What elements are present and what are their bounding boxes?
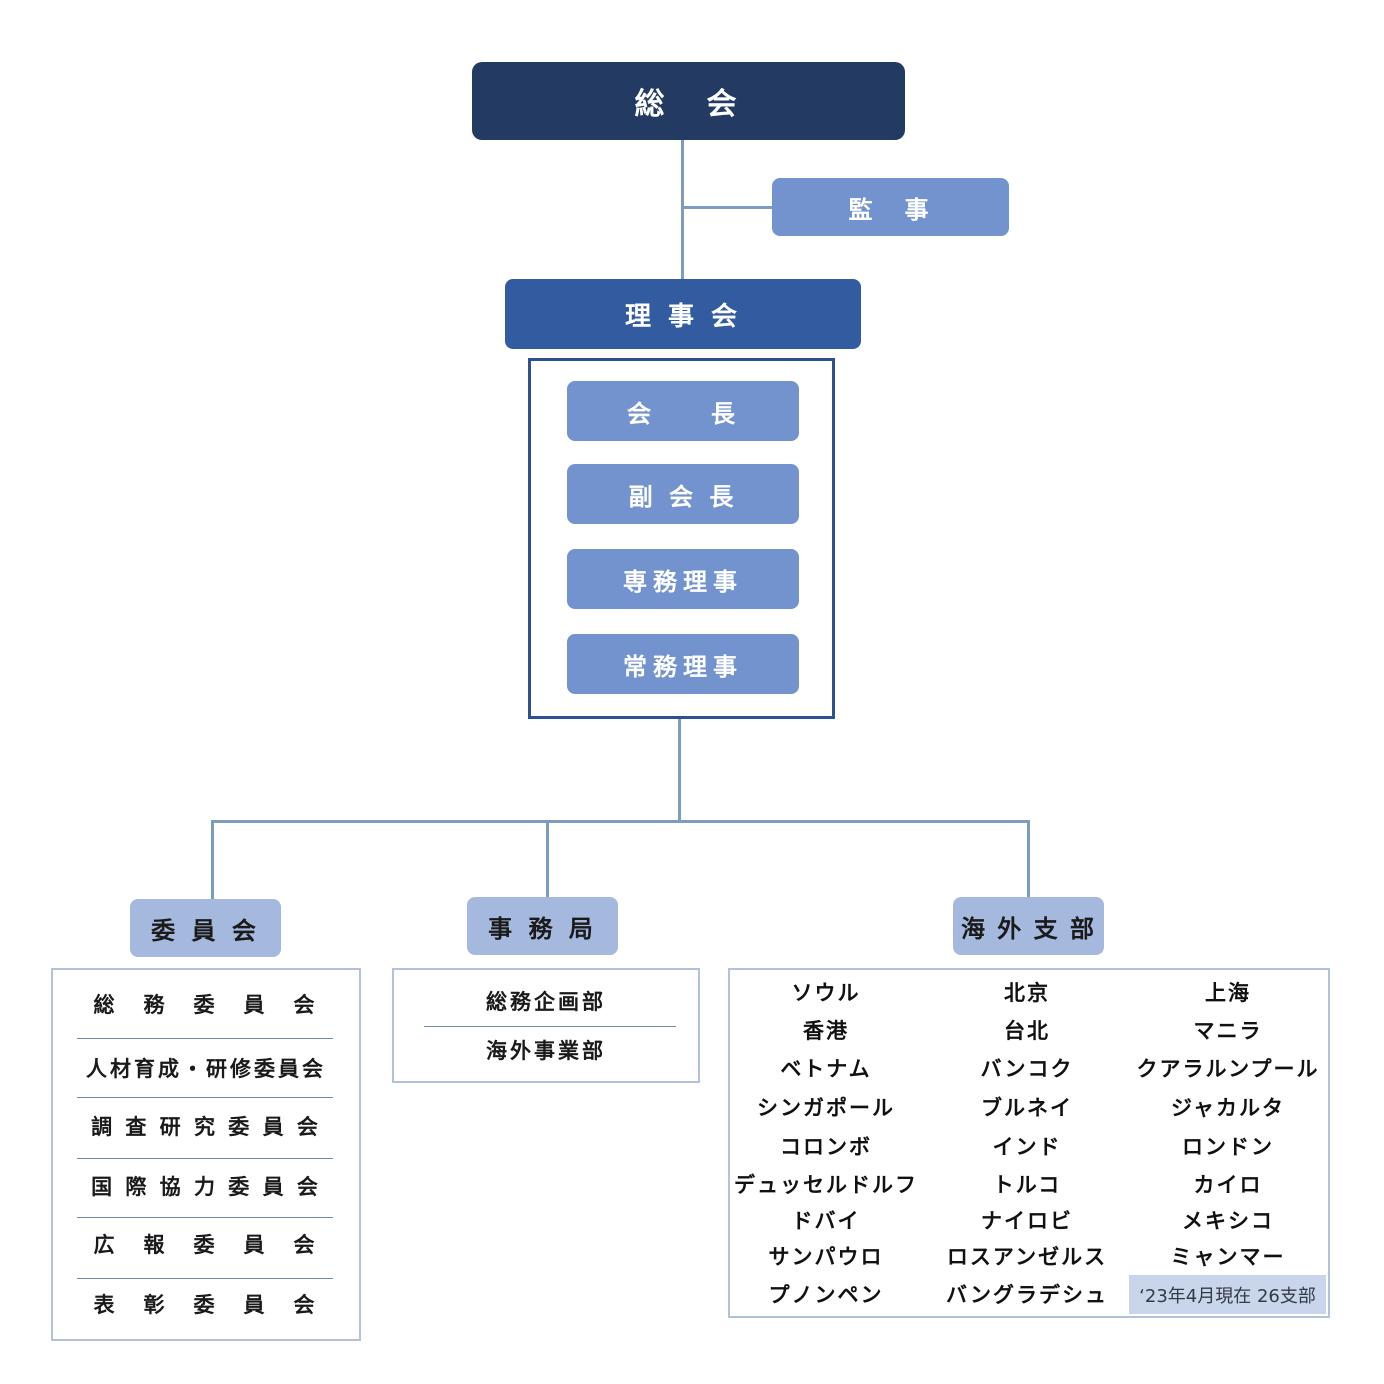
connector-overseas: [1027, 820, 1030, 898]
connector-auditor: [681, 206, 773, 209]
committee-item-awards: 表 彰 委 員 会: [93, 1293, 319, 1317]
branch-item: バングラデシュ: [945, 1283, 1109, 1307]
branch-item: カイロ: [1193, 1173, 1263, 1197]
committee-item-general-affairs: 総 務 委 員 会: [93, 993, 319, 1017]
department-general-planning: 総務企画部: [486, 990, 606, 1014]
auditor-box: 監 事: [772, 178, 1009, 236]
connector-secretariat: [546, 820, 549, 898]
connector-horizontal: [211, 820, 1030, 823]
officer-managing-director: 常務理事: [567, 634, 799, 694]
committee-item-training: 人材育成・研修委員会: [86, 1057, 326, 1081]
overseas-header: 海 外 支 部: [953, 897, 1104, 955]
branch-item: ロスアンゼルス: [946, 1245, 1108, 1269]
divider: [77, 1278, 333, 1279]
branch-item: ソウル: [791, 981, 861, 1005]
committee-list: 総 務 委 員 会 人材育成・研修委員会 調 査 研 究 委 員 会 国 際 協…: [51, 968, 361, 1341]
branch-item: クアラルンプール: [1136, 1057, 1320, 1081]
branch-item: ブルネイ: [981, 1096, 1073, 1120]
branch-item: 台北: [1004, 1019, 1050, 1043]
branch-count-note: ‘23年4月現在 26支部: [1129, 1275, 1326, 1314]
branch-item: ジャカルタ: [1171, 1096, 1285, 1120]
officer-chairman: 会 長: [567, 381, 799, 441]
committee-item-research: 調 査 研 究 委 員 会: [91, 1115, 321, 1139]
branch-item: ロンドン: [1182, 1135, 1274, 1159]
branch-item: ベトナム: [780, 1057, 872, 1081]
branch-item: 北京: [1004, 981, 1050, 1005]
branch-list: [728, 968, 1330, 1318]
branch-item: プノンペン: [768, 1283, 884, 1307]
branch-item: シンガポール: [757, 1096, 895, 1120]
board-box: 理 事 会: [505, 279, 861, 349]
officer-vice-chairman: 副 会 長: [567, 464, 799, 524]
branch-item: ナイロビ: [981, 1209, 1073, 1233]
committee-item-public-relations: 広 報 委 員 会: [93, 1233, 319, 1257]
department-overseas-business: 海外事業部: [486, 1039, 606, 1063]
divider: [424, 1026, 676, 1027]
connector-committee: [211, 820, 214, 900]
branch-item: 香港: [803, 1019, 849, 1043]
divider: [77, 1097, 333, 1098]
branch-item: ドバイ: [791, 1209, 861, 1233]
divider: [77, 1158, 333, 1159]
connector-officers-down: [678, 717, 681, 822]
branch-item: コロンボ: [780, 1135, 872, 1159]
branch-item: ミャンマー: [1170, 1245, 1286, 1269]
officer-executive-director: 専務理事: [567, 549, 799, 609]
branch-item: サンパウロ: [768, 1245, 884, 1269]
divider: [77, 1217, 333, 1218]
branch-item: バンコク: [980, 1057, 1074, 1081]
general-assembly-box: 総 会: [472, 62, 905, 140]
connector-assembly-board: [681, 139, 684, 281]
branch-item: インド: [992, 1135, 1062, 1159]
branch-item: デュッセルドルフ: [734, 1173, 918, 1197]
branch-item: 上海: [1205, 981, 1251, 1005]
divider: [77, 1038, 333, 1039]
branch-item: マニラ: [1193, 1019, 1263, 1043]
committee-item-international: 国 際 協 力 委 員 会: [91, 1175, 321, 1199]
secretariat-header: 事 務 局: [467, 897, 618, 955]
officers-frame: [528, 358, 835, 719]
committee-header: 委 員 会: [130, 899, 281, 957]
branch-item: メキシコ: [1182, 1209, 1274, 1233]
secretariat-list: 総務企画部 海外事業部: [392, 968, 700, 1083]
branch-item: トルコ: [992, 1173, 1062, 1197]
